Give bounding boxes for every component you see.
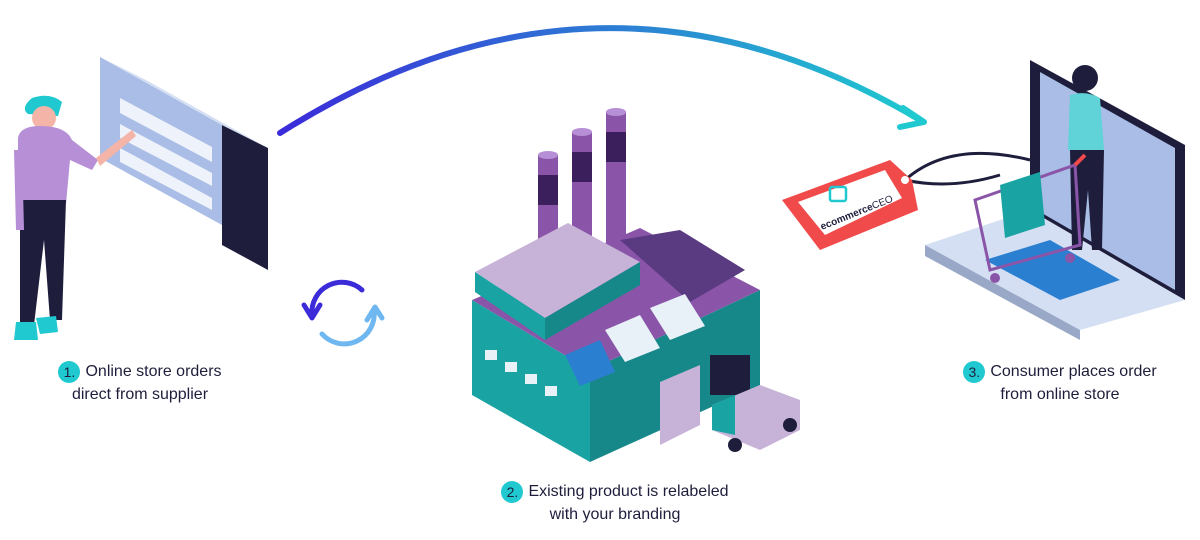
price-tag-icon: ecommerceCEO [782, 151, 1031, 250]
factory-illustration [472, 108, 760, 462]
step-3-caption: 3.Consumer places order from online stor… [940, 360, 1180, 406]
step-1-caption: 1.Online store orders direct from suppli… [30, 360, 250, 406]
shopping-cart-icon [973, 153, 1087, 283]
person-illustration [14, 95, 136, 340]
delivery-van-illustration [712, 385, 800, 452]
online-store-screen-illustration [100, 57, 268, 270]
step-3-text-line-2: from online store [1000, 386, 1120, 404]
step-2-text-line-1: Existing product is relabeled [528, 483, 729, 501]
step-1-number-badge: 1. [58, 360, 81, 383]
step-2-text-line-2: with your branding [549, 506, 681, 524]
laptop-illustration [925, 60, 1185, 340]
cycle-icon [301, 279, 385, 347]
step-3-number-badge: 3. [963, 360, 986, 383]
step-2-caption: 2.Existing product is relabeled with you… [470, 480, 760, 526]
step-1-text-line-2: direct from supplier [71, 386, 209, 404]
flow-arrow-icon [277, 25, 927, 136]
step-3-text-line-1: Consumer places order [990, 363, 1157, 381]
step-1-text-line-1: Online store orders [85, 363, 222, 381]
step-2-number-badge: 2. [501, 480, 524, 503]
